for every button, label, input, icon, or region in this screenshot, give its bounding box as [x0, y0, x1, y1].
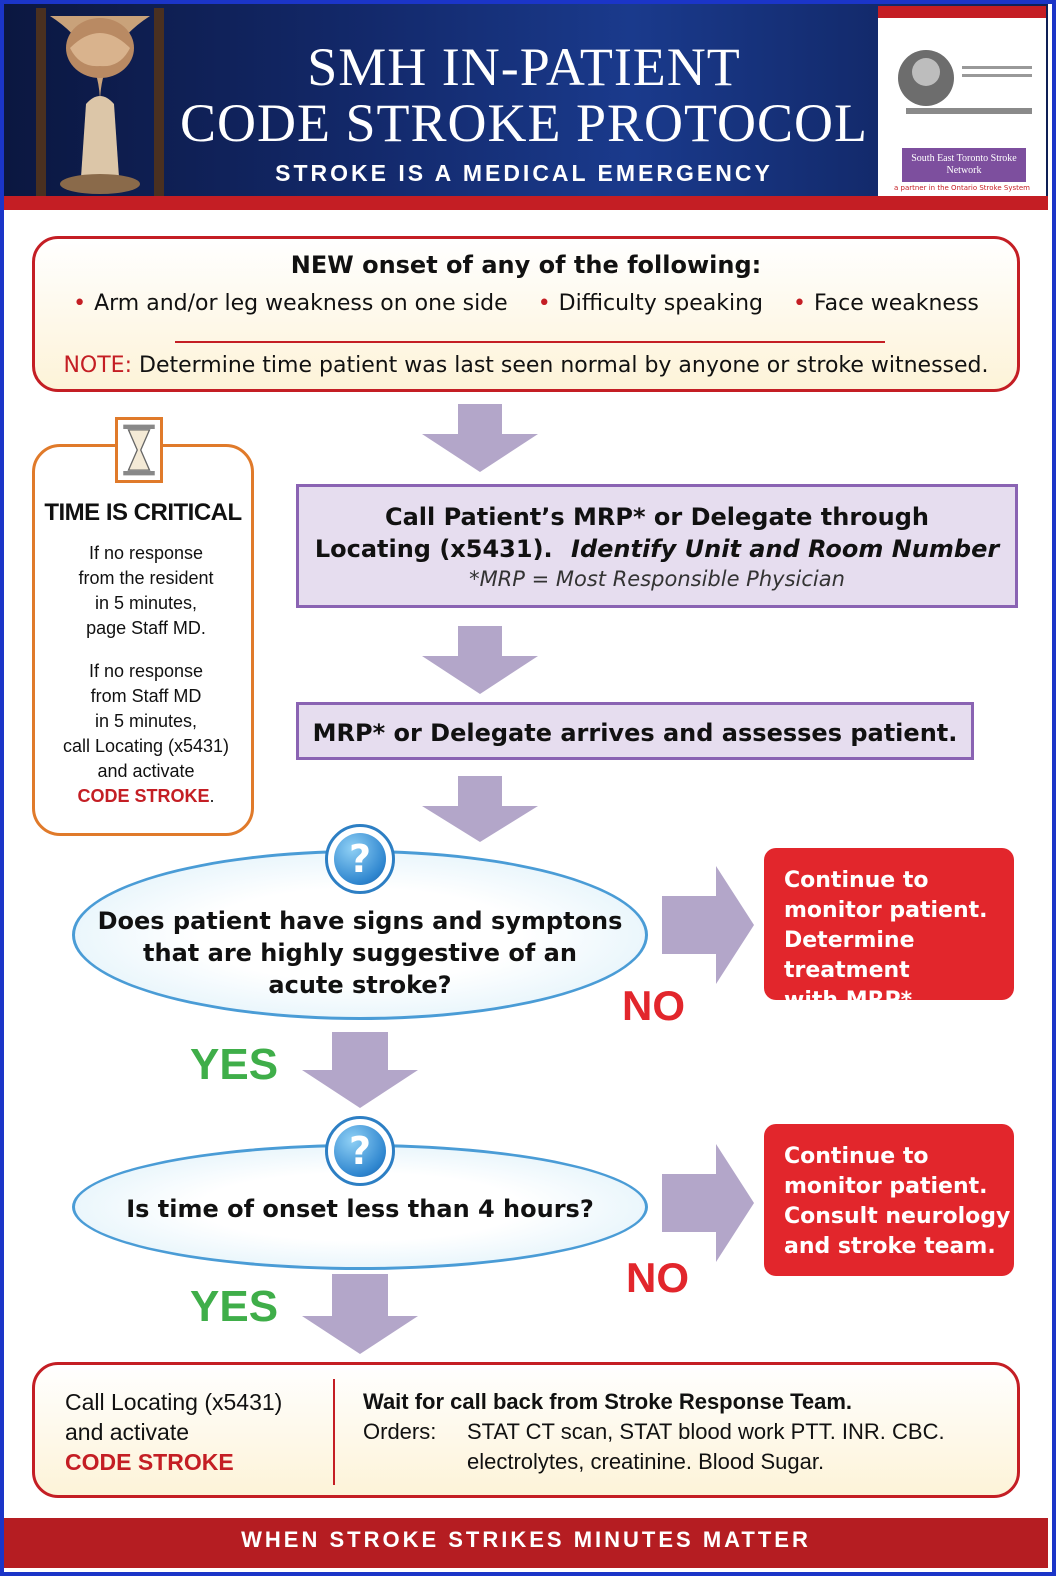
bullet-icon: • — [73, 291, 87, 316]
no-label: NO — [622, 982, 685, 1029]
down-arrow-icon — [302, 1032, 418, 1108]
assess-patient-step: MRP* or Delegate arrives and assesses pa… — [296, 702, 974, 760]
symptom-item: •Difficulty speaking — [537, 291, 763, 316]
down-arrow-icon — [422, 776, 538, 842]
orders-label: Orders: — [363, 1419, 437, 1444]
down-arrow-icon — [422, 404, 538, 472]
header-banner: SMH IN-PATIENT CODE STROKE PROTOCOL STRO… — [4, 4, 1048, 204]
onset-note: NOTE: Determine time patient was last se… — [35, 353, 1017, 378]
monitor-outcome-1: Continue to monitor patient. Determine t… — [764, 848, 1014, 1013]
step-line: Call Patient’s MRP* or Delegate through — [384, 503, 929, 531]
symptom-list: •Arm and/or leg weakness on one side •Di… — [35, 291, 1017, 316]
decision-text: Is time of onset less than 4 hours? — [126, 1195, 594, 1223]
note-label: NOTE: — [63, 353, 132, 378]
question-icon: ? — [325, 1116, 395, 1186]
yes-label: YES — [190, 1282, 279, 1331]
bullet-icon: • — [793, 291, 806, 316]
onset-box: NEW onset of any of the following: •Arm … — [32, 236, 1020, 392]
network-logo: South East Toronto Stroke Network — [902, 148, 1026, 182]
logo-panel: South East Toronto Stroke Network a part… — [878, 6, 1046, 196]
orders-text: Wait for call back from Stroke Response … — [363, 1389, 945, 1474]
mrp-footnote: *MRP = Most Responsible Physician — [469, 567, 845, 591]
time-critical-box: TIME IS CRITICAL If no response from the… — [32, 417, 254, 836]
subtitle: STROKE IS A MEDICAL EMERGENCY — [275, 160, 773, 186]
time-critical-para-2: If no response from Staff MD in 5 minute… — [62, 661, 230, 806]
right-arrow-icon — [662, 1144, 754, 1262]
symptom-item: •Arm and/or leg weakness on one side — [73, 291, 508, 316]
activate-code-stroke-box: Call Locating (x5431) and activate CODE … — [32, 1362, 1020, 1498]
yes-label: YES — [190, 1040, 279, 1089]
decision-text: Does patient have signs and symptons tha… — [97, 907, 623, 999]
onset-heading: NEW onset of any of the following: — [290, 251, 762, 279]
hospital-logo — [898, 50, 1032, 114]
symptom-item: •Face weakness — [793, 291, 979, 316]
divider — [175, 341, 885, 343]
monitor-outcome-2: Continue to monitor patient. Consult neu… — [764, 1124, 1014, 1276]
time-critical-para-1: If no response from the resident in 5 mi… — [78, 543, 214, 638]
down-arrow-icon — [422, 626, 538, 694]
hourglass-icon — [36, 8, 164, 200]
code-stroke-label: CODE STROKE — [77, 786, 210, 806]
ontario-tagline: a partner in the Ontario Stroke System — [894, 184, 1030, 192]
time-critical-heading: TIME IS CRITICAL — [44, 499, 242, 526]
footer-banner: WHEN STROKE STRIKES MINUTES MATTER — [4, 1518, 1048, 1568]
title-line-1: SMH IN-PATIENT — [307, 37, 741, 97]
divider — [333, 1379, 335, 1485]
header-red-bar — [4, 196, 1048, 210]
call-locating-text: Call Locating (x5431) and activate CODE … — [65, 1389, 283, 1475]
step-line: Locating (x5431). Identify Unit and Room… — [314, 535, 1000, 563]
code-stroke-label: CODE STROKE — [65, 1449, 234, 1475]
note-text: Determine time patient was last seen nor… — [139, 353, 989, 378]
bullet-icon: • — [537, 291, 551, 316]
down-arrow-icon — [302, 1274, 418, 1354]
question-icon: ? — [325, 824, 395, 894]
right-arrow-icon — [662, 866, 754, 984]
title-line-2: CODE STROKE PROTOCOL — [179, 93, 869, 153]
step-line: MRP* or Delegate arrives and assesses pa… — [312, 719, 958, 747]
hourglass-icon — [115, 417, 163, 483]
no-label: NO — [626, 1254, 689, 1301]
call-mrp-step: Call Patient’s MRP* or Delegate through … — [296, 484, 1018, 608]
